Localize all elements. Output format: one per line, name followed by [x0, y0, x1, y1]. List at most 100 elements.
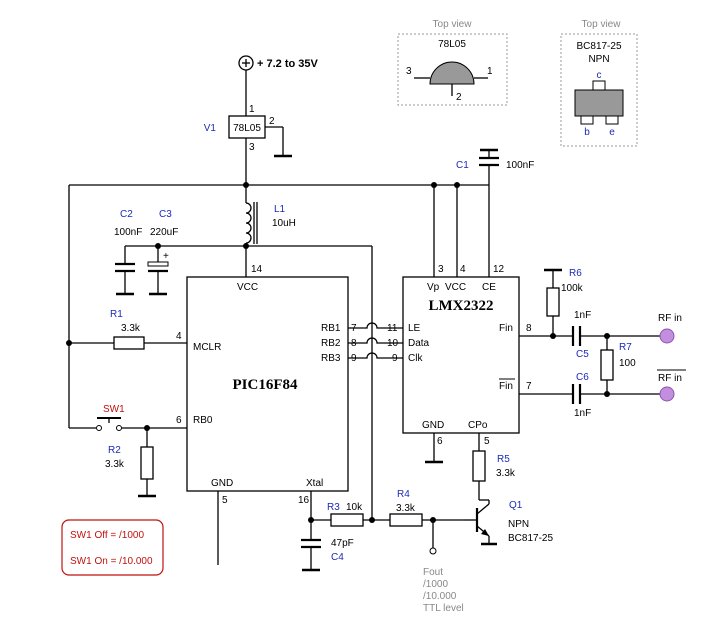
c5-value: 1nF — [574, 310, 591, 321]
resistor-r3: R3 10k — [311, 502, 390, 527]
c2-ref: C2 — [120, 209, 133, 220]
lmx-vp-pin: 3 — [438, 264, 444, 275]
pic-rb2: RB2 — [321, 338, 341, 349]
capacitor-c5: 1nF C5 — [571, 310, 591, 360]
resistor-r1: R1 3.3k — [69, 309, 187, 350]
c1-value: 100nF — [506, 160, 534, 171]
lmx-clk: Clk — [408, 353, 423, 364]
lmx-ce-pin: 12 — [493, 264, 505, 275]
resistor-r7: R7 100 — [600, 336, 636, 394]
r2-ref: R2 — [108, 445, 121, 456]
lmx-gnd: GND — [422, 420, 444, 431]
supply-label: + 7.2 to 35V — [257, 58, 319, 70]
top-view-bc817: Top view BC817-25 NPN c b e — [560, 19, 638, 147]
q1-ref: Q1 — [509, 500, 523, 511]
capacitor-c1: C1 100nF — [456, 148, 534, 185]
c6-value: 1nF — [574, 408, 591, 419]
v1-part: 78L05 — [233, 123, 261, 134]
resistor-r5: R5 3.3k — [472, 433, 516, 500]
c3-polarity: + — [163, 251, 169, 262]
inductor-l1: L1 10uH — [245, 185, 296, 244]
pic-gnd: GND — [211, 478, 233, 489]
lmx-fin-pin: 8 — [526, 323, 532, 334]
v1-ref: V1 — [204, 123, 217, 134]
r2-value: 3.3k — [105, 459, 125, 470]
fout-line4: TTL level — [423, 603, 464, 614]
pic-name: PIC16F84 — [233, 377, 298, 393]
lmx-vcc: VCC — [445, 282, 466, 293]
sw-note-on: SW1 On = /10.000 — [70, 556, 153, 567]
v1-pin1: 1 — [249, 104, 255, 115]
fout-line3: /10.000 — [423, 591, 457, 602]
pic-mclr-pin: 4 — [176, 331, 182, 342]
top-view-bc817-part: BC817-25 — [576, 41, 621, 52]
r5-ref: R5 — [497, 454, 510, 465]
fout-line2: /1000 — [423, 579, 448, 590]
top-view-bc817-pin-c: c — [597, 70, 602, 81]
switch-sw1: SW1 — [69, 404, 187, 431]
lmx-cpo: CPo — [468, 420, 488, 431]
lmx-vcc-pin: 4 — [460, 264, 466, 275]
c6-ref: C6 — [576, 372, 589, 383]
r7-ref: R7 — [619, 342, 632, 353]
pic-vcc-pin: 14 — [251, 264, 263, 275]
pic-rb1: RB1 — [321, 323, 341, 334]
top-view-bc817-type: NPN — [588, 54, 609, 65]
top-view-bc817-title: Top view — [582, 19, 622, 30]
lmx-gnd-pin: 6 — [437, 436, 443, 447]
switch-note: SW1 Off = /1000 SW1 On = /10.000 — [61, 519, 164, 576]
resistor-r6: R6 100k — [544, 268, 584, 336]
capacitor-c3: + C3 220uF — [147, 209, 178, 296]
c4-ref: C4 — [331, 552, 344, 563]
r1-value: 3.3k — [121, 323, 141, 334]
c3-ref: C3 — [159, 209, 172, 220]
top-view-78l05-part: 78L05 — [438, 39, 466, 50]
sw1-ref: SW1 — [103, 404, 125, 415]
top-view-78l05-pin1: 1 — [487, 66, 493, 77]
r4-ref: R4 — [397, 489, 410, 500]
l1-ref: L1 — [274, 204, 286, 215]
lmx-vp: Vp — [427, 282, 440, 293]
resistor-r2: R2 3.3k — [105, 428, 156, 498]
pic-rb0: RB0 — [193, 415, 213, 426]
l1-value: 10uH — [272, 218, 296, 229]
lmx-le: LE — [408, 323, 421, 334]
pic-vcc: VCC — [237, 282, 258, 293]
pic-rb0-pin: 6 — [176, 415, 182, 426]
c4-value: 47pF — [331, 538, 354, 549]
pic-xtal: Xtal — [306, 478, 323, 489]
r5-value: 3.3k — [496, 468, 516, 479]
r3-ref: R3 — [327, 502, 340, 513]
c1-ref: C1 — [456, 160, 469, 171]
pic16f84-chip: PIC16F84 VCC 14 MCLR 4 RB0 6 RB1 7 RB2 8… — [176, 264, 357, 506]
lmx-fin: Fin — [499, 323, 513, 334]
rf-in-terminal: RF in — [658, 313, 682, 344]
top-view-78l05: Top view 78L05 3 1 2 — [397, 19, 508, 106]
lmx-name: LMX2322 — [429, 298, 494, 314]
rf-in-bar-label: RF in — [658, 373, 682, 384]
v1-pin3: 3 — [249, 142, 255, 153]
rf-in-label: RF in — [658, 313, 682, 324]
resistor-r4: R4 3.3k — [389, 489, 464, 527]
top-view-78l05-title: Top view — [433, 19, 473, 30]
capacitor-c2: C2 100nF — [114, 209, 142, 296]
top-view-bc817-pin-e: e — [609, 127, 615, 138]
capacitor-c6: C6 1nF — [571, 372, 591, 419]
top-view-78l05-pin2: 2 — [456, 92, 462, 103]
transistor-q1: Q1 NPN BC817-25 — [464, 499, 553, 546]
fout-label: Fout /1000 /10.000 TTL level — [423, 567, 464, 614]
v1-pin2: 2 — [269, 116, 275, 127]
lmx2322-chip: LMX2322 Vp 3 VCC 4 CE 12 LE 11 Data 10 C… — [387, 264, 532, 447]
r3-value: 10k — [346, 502, 363, 513]
c3-value: 220uF — [150, 227, 178, 238]
r6-ref: R6 — [569, 268, 582, 279]
regulator-v1: 78L05 V1 1 2 3 — [204, 104, 292, 158]
pic-gnd-pin: 5 — [222, 495, 228, 506]
lmx-finb: Fin — [499, 381, 513, 392]
lmx-data: Data — [408, 338, 430, 349]
fout-line1: Fout — [423, 567, 443, 578]
pic-rb3: RB3 — [321, 353, 341, 364]
lmx-cpo-pin: 5 — [484, 436, 490, 447]
capacitor-c4: 47pF C4 — [301, 520, 354, 572]
